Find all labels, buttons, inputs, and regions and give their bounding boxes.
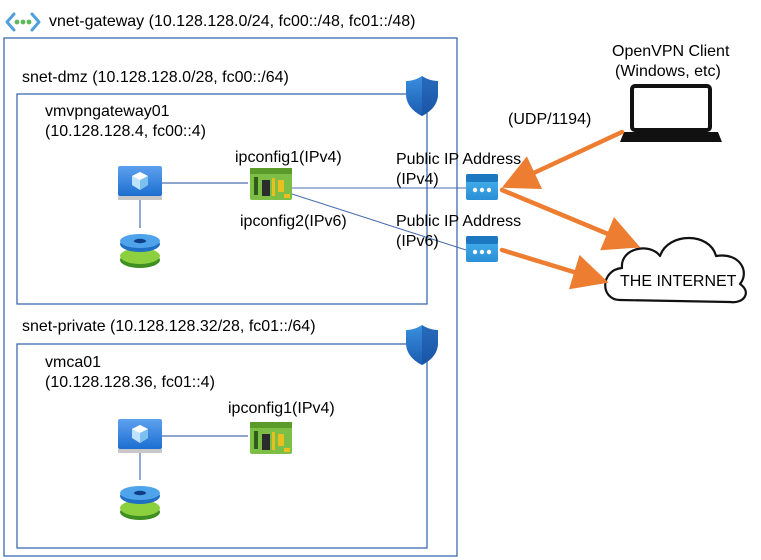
dmz-ipconfig1-label: ipconfig1(IPv4)	[235, 149, 342, 166]
nic-pip-ipv6-link	[291, 193, 467, 251]
public-ip-ipv6-icon[interactable]	[466, 236, 498, 262]
pip-ipv4-label-line2: (IPv4)	[396, 171, 439, 188]
dmz-vm-addresses: (10.128.128.4, fc00::4)	[45, 123, 206, 140]
cloud-icon	[604, 236, 747, 304]
public-ip-ipv4-icon[interactable]	[466, 174, 498, 200]
pip-ipv6-label-line1: Public IP Address	[396, 213, 521, 230]
network-interface-icon[interactable]	[250, 168, 292, 200]
private-vm-name: vmca01	[45, 354, 101, 371]
private-ipconfig1-label: ipconfig1(IPv4)	[228, 400, 335, 417]
pip-ipv6-label-line2: (IPv6)	[396, 233, 439, 250]
snet-private-container	[16, 343, 428, 549]
virtual-machine-icon[interactable]	[118, 419, 162, 453]
dmz-vm-name: vmvpngateway01	[45, 103, 170, 120]
internet-label: THE INTERNET	[620, 273, 737, 290]
virtual-machine-icon[interactable]	[118, 166, 162, 200]
pip-ipv4-label-line1: Public IP Address	[396, 151, 521, 168]
client-to-pip-arrow	[501, 129, 625, 189]
protocol-label: (UDP/1194)	[508, 111, 591, 128]
snet-dmz-title: snet-dmz (10.128.128.0/28, fc00::/64)	[22, 69, 289, 86]
client-label-line1: OpenVPN Client	[612, 43, 730, 60]
pip-ipv4-to-internet-arrow	[499, 187, 641, 251]
network-interface-icon[interactable]	[250, 422, 292, 454]
vnet-icon	[5, 12, 41, 32]
pip-ipv6-to-internet-arrow	[499, 247, 609, 290]
laptop-icon[interactable]	[620, 84, 722, 142]
vnet-title: vnet-gateway (10.128.128.0/24, fc00::/48…	[49, 13, 415, 30]
disk-icon	[120, 486, 160, 520]
client-label-line2: (Windows, etc)	[615, 63, 721, 80]
dmz-ipconfig2-label: ipconfig2(IPv6)	[240, 213, 347, 230]
traffic-arrows	[499, 129, 641, 290]
private-vm-addresses: (10.128.128.36, fc01::4)	[45, 374, 215, 391]
shield-icon	[406, 76, 438, 116]
snet-private-title: snet-private (10.128.128.32/28, fc01::/6…	[22, 318, 316, 335]
vnet-container	[3, 37, 458, 557]
snet-dmz-container	[16, 93, 428, 305]
disk-icon	[120, 234, 160, 268]
shield-icon	[406, 325, 438, 365]
